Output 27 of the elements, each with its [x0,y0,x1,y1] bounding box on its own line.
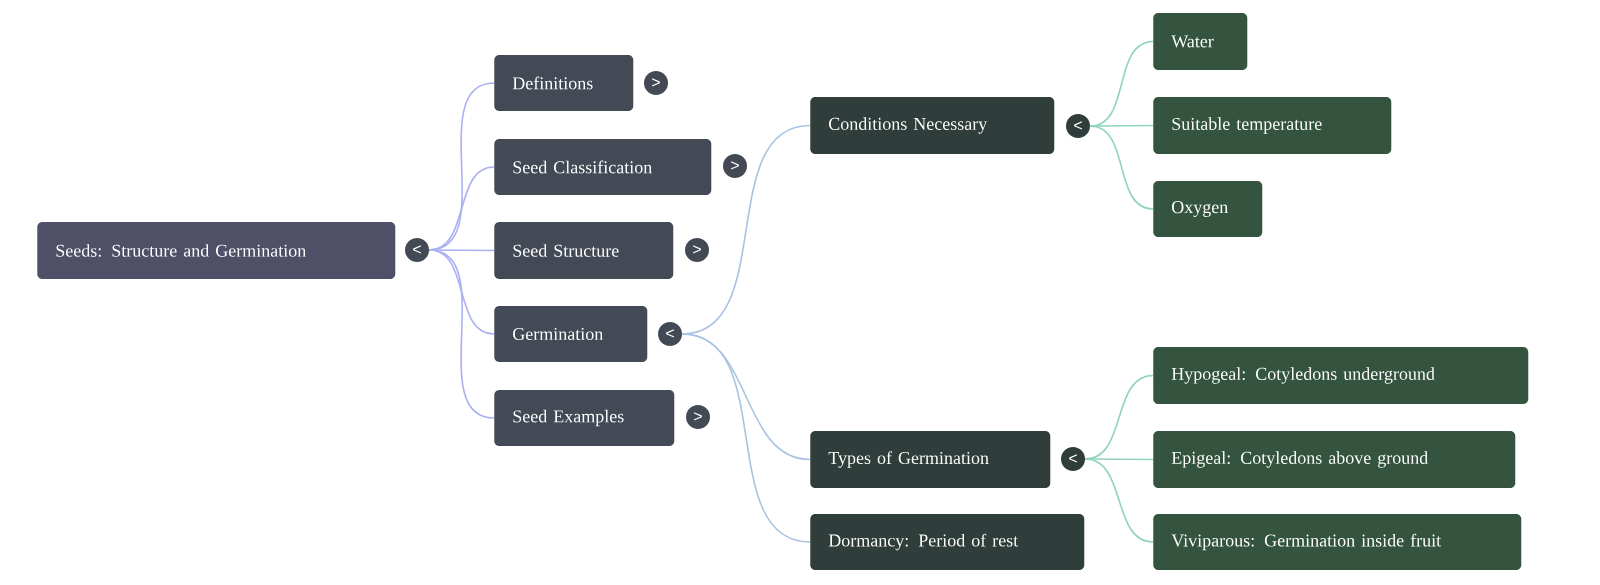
branch-box: Germination [494,306,648,362]
toggle-button: > [685,238,709,262]
toggle-button: < [1061,447,1085,471]
leaf-box: Suitable temperature [1153,97,1392,154]
leaf-box: Viviparous: Germination inside fruit [1153,514,1522,570]
branch-box: Seed Classification [494,139,712,195]
leaf-box: Hypogeal: Cotyledons underground [1153,347,1529,404]
toggle-button: < [658,322,682,346]
branch-box: Seed Examples [494,390,675,446]
branch-box: Dormancy: Period of rest [810,514,1085,570]
branch-box: Definitions [494,55,634,111]
toggle-button: < [1066,114,1090,138]
topic-box: Seeds: Structure and Germination [37,222,396,279]
branch-box: Seed Structure [494,222,674,279]
branch-box: Conditions Necessary [810,97,1055,154]
leaf-box: Oxygen [1153,181,1263,237]
toggle-button: > [723,154,747,178]
branch-box: Types of Germination [810,431,1051,488]
toggle-button: > [644,71,668,95]
connector-line [681,333,811,543]
toggle-button: > [686,405,710,429]
toggle-button: < [405,238,429,262]
connector-line [428,249,495,419]
leaf-box: Water [1153,13,1248,70]
connector-line [1084,458,1154,543]
connector-line [1089,125,1154,210]
leaf-box: Epigeal: Cotyledons above ground [1153,431,1516,488]
